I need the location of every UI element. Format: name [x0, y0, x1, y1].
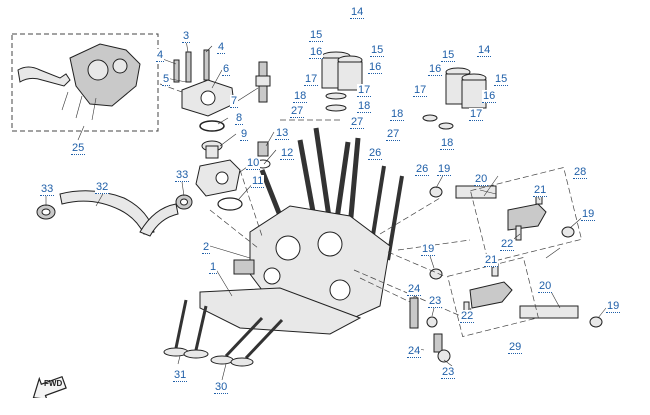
coolant-hose: [59, 190, 179, 237]
valve-springs-right: [422, 67, 487, 130]
callout-31[interactable]: 31: [173, 369, 188, 382]
callout-19[interactable]: 19: [437, 163, 452, 176]
callout-28[interactable]: 28: [573, 166, 588, 179]
callout-20[interactable]: 20: [474, 173, 489, 186]
callout-13[interactable]: 13: [275, 127, 290, 140]
callout-19[interactable]: 19: [606, 300, 621, 313]
callout-16[interactable]: 16: [428, 63, 443, 76]
callout-15[interactable]: 15: [309, 29, 324, 42]
callout-21[interactable]: 21: [484, 254, 499, 267]
callout-18[interactable]: 18: [390, 108, 405, 121]
hose-clamp-left: [36, 204, 56, 220]
gasket-11: [217, 197, 243, 211]
studs-nuts: [409, 297, 451, 363]
callout-14[interactable]: 14: [477, 44, 492, 57]
callout-17[interactable]: 17: [469, 108, 484, 121]
bolts-top: [173, 49, 210, 83]
callout-33[interactable]: 33: [175, 169, 190, 182]
callout-7[interactable]: 7: [230, 95, 239, 108]
callout-23[interactable]: 23: [428, 295, 443, 308]
callout-9[interactable]: 9: [240, 128, 249, 141]
o-ring: [199, 120, 225, 132]
thermostat-housing: [181, 79, 235, 117]
callout-1[interactable]: 1: [209, 261, 218, 274]
leader-lines: [45, 39, 607, 381]
assembly-lines: [159, 83, 471, 321]
callout-25[interactable]: 25: [71, 142, 86, 155]
fwd-label: FWD: [44, 379, 63, 388]
callout-4[interactable]: 4: [217, 41, 226, 54]
rocker-arm-lower: [463, 263, 513, 317]
callout-15[interactable]: 15: [441, 49, 456, 62]
spark-plug: [255, 61, 271, 103]
valves: [163, 299, 284, 367]
callout-2[interactable]: 2: [202, 241, 211, 254]
callout-19[interactable]: 19: [581, 208, 596, 221]
callout-16[interactable]: 16: [482, 90, 497, 103]
callout-17[interactable]: 17: [304, 73, 319, 86]
valve-springs-left: [321, 51, 363, 112]
inset-box: [11, 33, 159, 132]
callout-30[interactable]: 30: [214, 381, 229, 394]
water-outlet: [195, 159, 241, 197]
callout-10[interactable]: 10: [246, 157, 261, 170]
callout-5[interactable]: 5: [162, 73, 171, 86]
callout-24[interactable]: 24: [407, 283, 422, 296]
callout-17[interactable]: 17: [413, 84, 428, 97]
callout-23[interactable]: 23: [441, 366, 456, 379]
callout-15[interactable]: 15: [494, 73, 509, 86]
callout-18[interactable]: 18: [293, 90, 308, 103]
thermostat: [201, 140, 223, 159]
callout-22[interactable]: 22: [500, 238, 515, 251]
callout-26[interactable]: 26: [415, 163, 430, 176]
callout-16[interactable]: 16: [309, 46, 324, 59]
callout-19[interactable]: 19: [421, 243, 436, 256]
callout-20[interactable]: 20: [538, 280, 553, 293]
callout-18[interactable]: 18: [440, 137, 455, 150]
rocker-shaft-upper: [429, 185, 497, 199]
fwd-arrow-icon: [32, 375, 67, 398]
callout-27[interactable]: 27: [290, 105, 305, 118]
intake-assembly-inset: [17, 43, 141, 121]
callout-26[interactable]: 26: [368, 147, 383, 160]
callout-22[interactable]: 22: [460, 310, 475, 323]
rocker-shaft-lower: [429, 226, 603, 328]
callout-11[interactable]: 11: [251, 175, 265, 188]
head-gasket: [199, 287, 362, 335]
callout-3[interactable]: 3: [182, 30, 191, 43]
callout-33[interactable]: 33: [40, 183, 55, 196]
rocker-box-upper: [470, 167, 582, 263]
callout-24[interactable]: 24: [407, 345, 422, 358]
callout-32[interactable]: 32: [95, 181, 110, 194]
callout-12[interactable]: 12: [280, 147, 295, 160]
hose-clamp-right: [175, 194, 193, 210]
callout-29[interactable]: 29: [508, 341, 523, 354]
callout-14[interactable]: 14: [350, 6, 365, 19]
callout-8[interactable]: 8: [235, 112, 244, 125]
callout-15[interactable]: 15: [370, 44, 385, 57]
callout-16[interactable]: 16: [368, 61, 383, 74]
callout-17[interactable]: 17: [357, 84, 372, 97]
callout-27[interactable]: 27: [350, 116, 365, 129]
callout-27[interactable]: 27: [386, 128, 401, 141]
callout-4[interactable]: 4: [156, 49, 165, 62]
callout-21[interactable]: 21: [533, 184, 548, 197]
callout-6[interactable]: 6: [222, 63, 231, 76]
callout-18[interactable]: 18: [357, 100, 372, 113]
rocker-arm-upper: [507, 191, 547, 241]
